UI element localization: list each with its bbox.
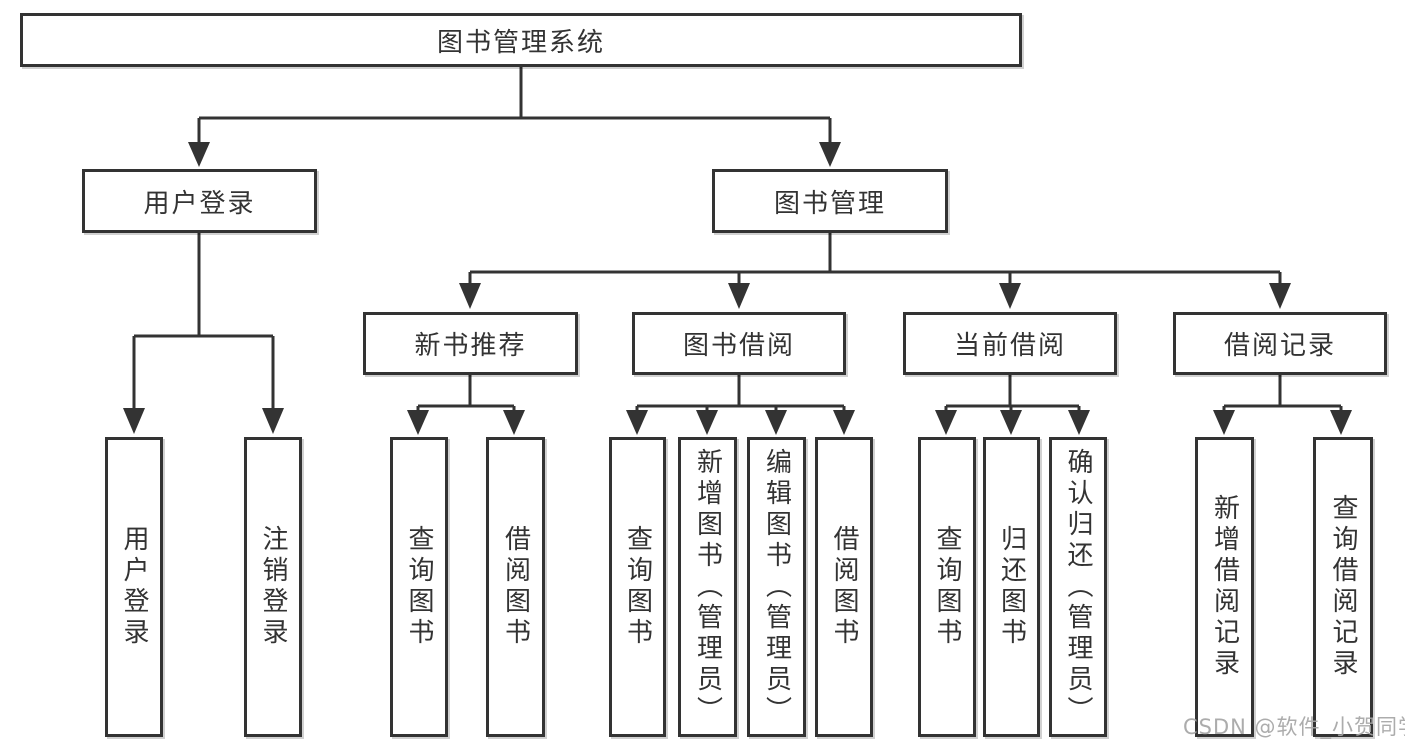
- arrow-icon: [459, 283, 481, 309]
- node-current-borrowing: 当前借阅: [903, 312, 1117, 375]
- arrow-icon: [262, 408, 284, 434]
- arrow-icon: [1000, 410, 1022, 435]
- connector-book-mgmt-level2: [468, 233, 1282, 285]
- leaf-query-books-1: 查询图书: [390, 437, 448, 737]
- arrow-icon: [935, 410, 957, 435]
- arrow-icon: [407, 410, 429, 435]
- connector-current-borrow-split: [944, 375, 1081, 412]
- arrow-icon: [188, 142, 210, 167]
- leaf-user-login: 用户登录: [105, 437, 163, 737]
- connector-new-book-split: [416, 375, 516, 412]
- connector-user-login-split: [132, 233, 275, 410]
- connector-borrow-records-split: [1222, 375, 1343, 412]
- leaf-add-borrow-record: 新增借阅记录: [1195, 437, 1254, 737]
- leaf-query-books-3: 查询图书: [918, 437, 976, 737]
- arrow-icon: [1213, 410, 1235, 435]
- arrow-icon: [765, 410, 787, 435]
- leaf-confirm-return-admin: 确认归还（管理员）: [1049, 437, 1107, 737]
- leaf-add-books-admin: 新增图书（管理员）: [678, 437, 737, 737]
- node-system-root: 图书管理系统: [20, 13, 1022, 67]
- leaf-query-books-3-label: 查询图书: [932, 525, 962, 649]
- node-book-management-label: 图书管理: [773, 188, 886, 219]
- watermark: CSDN @软件_小贺同学: [1183, 715, 1405, 739]
- arrow-icon: [1068, 410, 1090, 435]
- connector-book-borrow-split: [635, 375, 846, 412]
- arrow-icon: [819, 142, 841, 167]
- leaf-query-borrow-record-label: 查询借阅记录: [1328, 494, 1358, 680]
- arrow-icon: [123, 408, 145, 434]
- node-current-borrowing-label: 当前借阅: [953, 331, 1066, 361]
- leaf-query-books-1-label: 查询图书: [404, 525, 434, 649]
- leaf-query-books-2: 查询图书: [609, 437, 666, 737]
- arrow-icon: [1330, 410, 1352, 435]
- node-new-book-recommend: 新书推荐: [363, 312, 578, 375]
- arrow-icon: [1269, 283, 1291, 309]
- leaf-add-borrow-record-label: 新增借阅记录: [1209, 494, 1240, 680]
- arrow-icon: [728, 283, 750, 309]
- leaf-edit-books-admin: 编辑图书（管理员）: [747, 437, 806, 737]
- leaf-return-books: 归还图书: [983, 437, 1040, 737]
- node-book-borrowing-label: 图书借阅: [682, 331, 795, 361]
- arrow-icon: [999, 283, 1021, 309]
- leaf-logout: 注销登录: [244, 437, 302, 737]
- leaf-user-login-label: 用户登录: [119, 525, 149, 649]
- arrow-icon: [503, 410, 525, 435]
- node-book-borrowing: 图书借阅: [632, 312, 846, 375]
- node-book-management: 图书管理: [712, 169, 948, 233]
- leaf-borrow-books-2-label: 借阅图书: [829, 525, 859, 649]
- node-new-book-recommend-label: 新书推荐: [414, 331, 527, 361]
- node-borrowing-records-label: 借阅记录: [1223, 331, 1336, 361]
- node-user-login-label: 用户登录: [143, 188, 256, 219]
- leaf-add-books-admin-label: 新增图书（管理员）: [692, 447, 723, 727]
- arrow-icon: [626, 410, 648, 435]
- leaf-borrow-books-1-label: 借阅图书: [500, 525, 531, 649]
- arrow-icon: [833, 410, 855, 435]
- leaf-borrow-books-1: 借阅图书: [486, 437, 545, 737]
- leaf-borrow-books-2: 借阅图书: [815, 437, 873, 737]
- leaf-edit-books-admin-label: 编辑图书（管理员）: [761, 447, 792, 727]
- arrowheads: [123, 142, 1352, 435]
- leaf-return-books-label: 归还图书: [996, 525, 1027, 649]
- node-borrowing-records: 借阅记录: [1173, 312, 1387, 375]
- node-system-root-label: 图书管理系统: [436, 27, 605, 58]
- leaf-logout-label: 注销登录: [258, 525, 288, 649]
- leaf-query-books-2-label: 查询图书: [622, 525, 653, 649]
- leaf-confirm-return-admin-label: 确认归还（管理员）: [1063, 447, 1093, 727]
- node-user-login: 用户登录: [82, 169, 317, 233]
- connector-root-level1: [197, 67, 832, 144]
- arrow-icon: [696, 410, 718, 435]
- leaf-query-borrow-record: 查询借阅记录: [1313, 437, 1373, 737]
